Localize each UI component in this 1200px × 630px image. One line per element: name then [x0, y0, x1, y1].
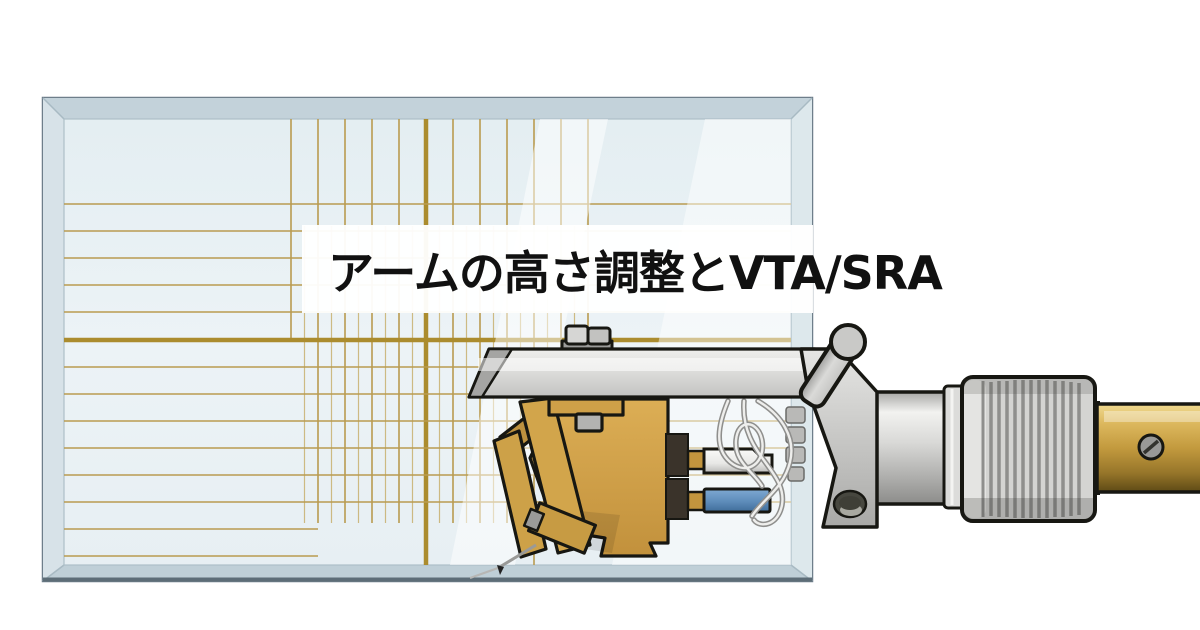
blue-lead-connector — [702, 487, 772, 514]
tonearm-tube — [1089, 401, 1200, 495]
lead-wires — [716, 398, 795, 528]
finger-lift — [798, 323, 867, 409]
headshell-mounting-bolt — [560, 324, 614, 351]
headshell-plate — [467, 324, 817, 399]
stylus-holder — [522, 501, 598, 555]
bracket-screw-hole — [832, 489, 868, 519]
stylus-cantilever — [469, 543, 537, 580]
knurled-locking-ring — [960, 375, 1097, 523]
page-title: アームの高さ調整とVTA/SRA — [328, 246, 943, 300]
title-band — [302, 225, 813, 313]
cartridge-body — [492, 396, 670, 559]
cartridge-pins — [665, 433, 706, 520]
tonearm-tube-screw — [1137, 433, 1165, 461]
